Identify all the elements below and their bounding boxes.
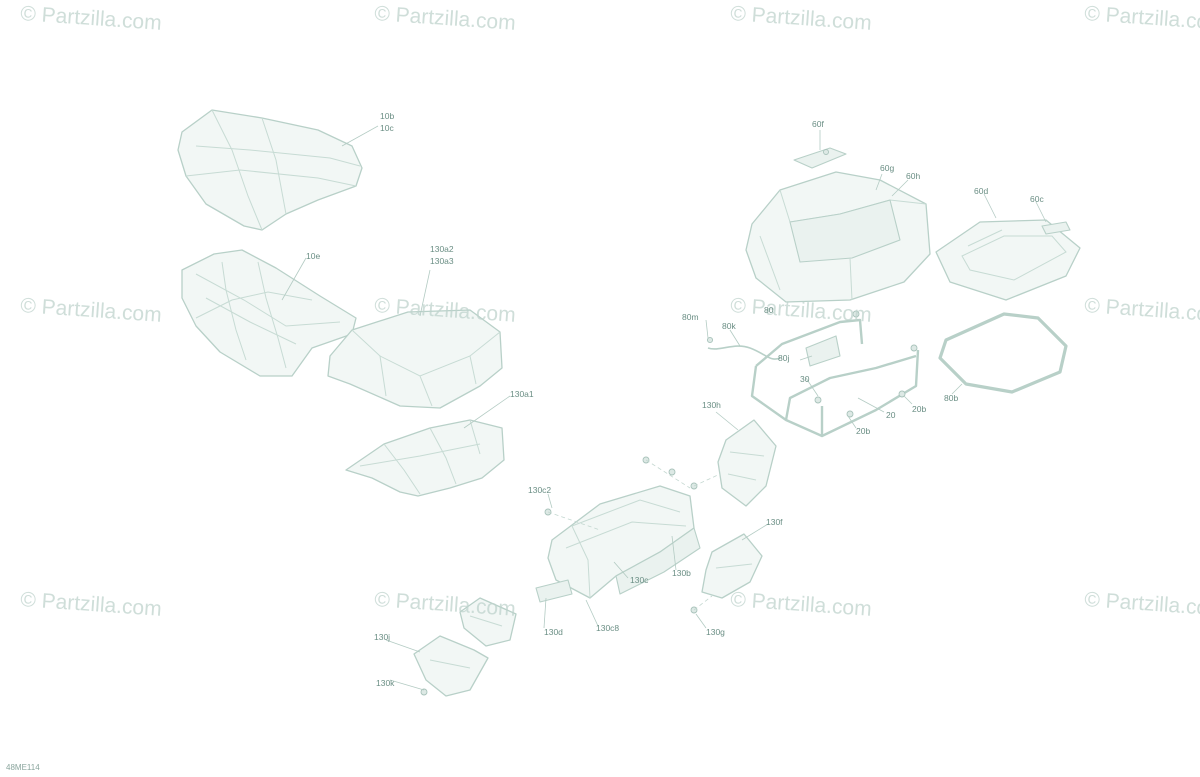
- seat-cushion[interactable]: [177, 109, 363, 231]
- callout-labels: 10b 10c 10e 130a2 130a3 130a1 130c2 130c…: [306, 111, 1044, 688]
- callout-60d: 60d: [974, 186, 988, 196]
- watermark-12: © Partzilla.com: [1084, 588, 1200, 621]
- callout-60h: 60h: [906, 171, 920, 181]
- lid-gasket[interactable]: [938, 312, 1068, 394]
- callout-80k: 80k: [722, 321, 736, 331]
- console-frame[interactable]: [345, 419, 505, 497]
- callout-130j: 130j: [374, 632, 390, 642]
- support-frame[interactable]: [750, 318, 920, 438]
- callout-130c8: 130c8: [596, 623, 619, 633]
- callout-60c: 60c: [1030, 194, 1044, 204]
- callout-80b: 80b: [944, 393, 958, 403]
- seat-base[interactable]: [181, 249, 357, 377]
- watermark-8: © Partzilla.com: [1084, 294, 1200, 327]
- watermark-5: © Partzilla.com: [20, 294, 163, 327]
- figure-code: 48ME114: [6, 763, 40, 772]
- callout-130b: 130b: [672, 568, 691, 578]
- callout-80: 80: [764, 305, 774, 315]
- watermark-3: © Partzilla.com: [730, 2, 873, 35]
- callout-80j: 80j: [778, 353, 789, 363]
- latch-plate-60f[interactable]: [793, 147, 847, 169]
- cable-80k[interactable]: [707, 345, 781, 360]
- callout-130c2: 130c2: [528, 485, 551, 495]
- callout-130f: 130f: [766, 517, 783, 527]
- callout-10b: 10b: [380, 111, 394, 121]
- center-console-tray[interactable]: [547, 485, 701, 599]
- callout-130c-upper: 130c: [630, 575, 649, 585]
- callout-10c: 10c: [380, 123, 394, 133]
- callout-60g: 60g: [880, 163, 894, 173]
- callout-130g: 130g: [706, 627, 725, 637]
- watermark-1: © Partzilla.com: [20, 2, 163, 35]
- callout-20: 20: [886, 410, 896, 420]
- console-fasteners: [420, 456, 721, 696]
- watermark-4: © Partzilla.com: [1084, 2, 1200, 35]
- watermark-2: © Partzilla.com: [374, 2, 517, 35]
- console-side-panel[interactable]: [459, 597, 517, 647]
- callout-60f: 60f: [812, 119, 824, 129]
- callout-130d: 130d: [544, 627, 563, 637]
- console-bracket[interactable]: [535, 579, 573, 603]
- console-front-panel-130h[interactable]: [717, 419, 777, 507]
- storage-box[interactable]: [745, 171, 931, 303]
- callout-130a1: 130a1: [510, 389, 534, 399]
- callout-130h: 130h: [702, 400, 721, 410]
- watermark-9: © Partzilla.com: [20, 588, 163, 621]
- callout-20b-right: 20b: [912, 404, 926, 414]
- callout-130k: 130k: [376, 678, 395, 688]
- storage-lid[interactable]: [935, 219, 1081, 301]
- console-rear-panel-130f[interactable]: [701, 533, 763, 599]
- lid-latch-60c[interactable]: [1041, 221, 1071, 235]
- callout-130a2: 130a2: [430, 244, 454, 254]
- callout-130a3: 130a3: [430, 256, 454, 266]
- watermark-11: © Partzilla.com: [730, 588, 873, 621]
- callout-30: 30: [800, 374, 810, 384]
- console-cover[interactable]: [327, 309, 503, 409]
- watermark-10: © Partzilla.com: [374, 588, 517, 621]
- callout-80m: 80m: [682, 312, 699, 322]
- frame-fasteners: [706, 310, 918, 418]
- leader-lines: [281, 125, 1047, 691]
- console-lower-panel[interactable]: [413, 635, 489, 697]
- callout-20b-left: 20b: [856, 426, 870, 436]
- callout-10e: 10e: [306, 251, 320, 261]
